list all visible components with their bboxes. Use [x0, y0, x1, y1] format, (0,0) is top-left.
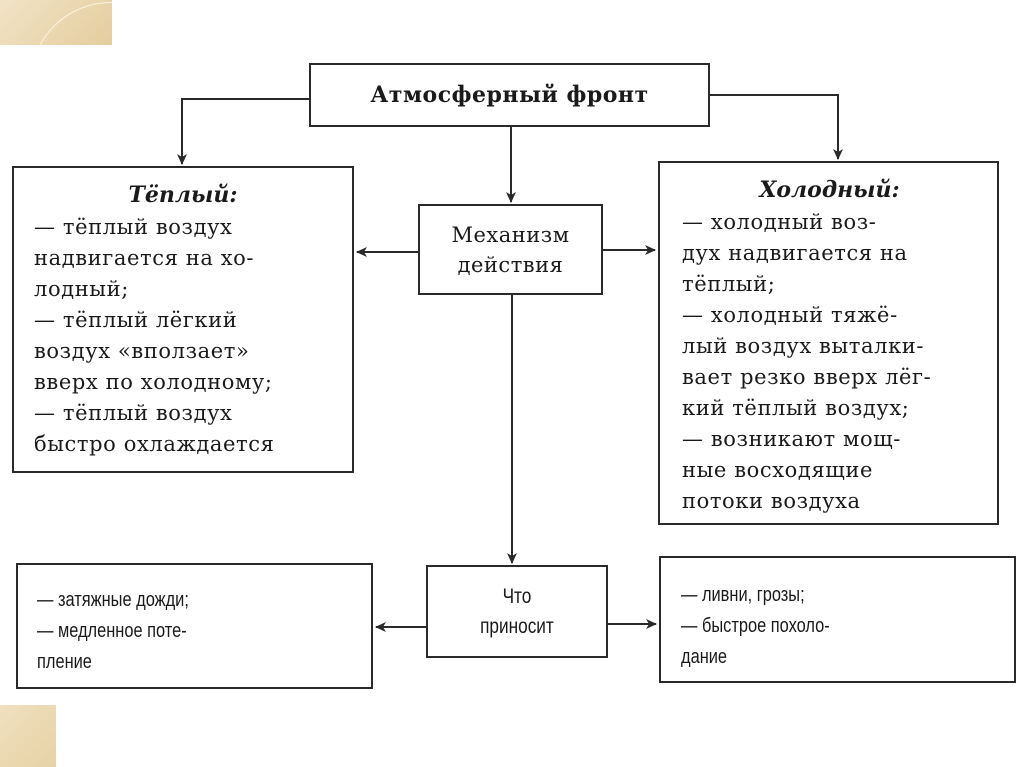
- cold-front-line: ные восходящие: [682, 458, 874, 482]
- warm-front-line: вверх по холодному;: [34, 370, 273, 394]
- corner-decoration-bottom: [0, 705, 56, 767]
- warm-front-heading: Тёплый:: [128, 182, 238, 208]
- mechanism-label: Механизм: [451, 222, 570, 247]
- warm-effect-line: пление: [37, 651, 92, 673]
- warm-effect-line: — медленное поте-: [37, 620, 187, 642]
- brings-label: приносит: [480, 614, 554, 638]
- cold-front-line: — холодный воз-: [682, 210, 877, 234]
- warm-front-line: быстро охлаждается: [34, 432, 275, 456]
- cold-front-line: — возникают мощ-: [682, 427, 902, 451]
- cold-effects-box: — ливни, грозы; — быстрое похоло- дание: [659, 556, 1016, 683]
- brings-label: Что: [502, 584, 532, 608]
- warm-front-box: Тёплый: — тёплый воздух надвигается на х…: [12, 166, 354, 473]
- warm-front-line: — тёплый лёгкий: [34, 308, 238, 332]
- mechanism-box: Механизм действия: [418, 204, 603, 295]
- warm-front-line: воздух «вползает»: [34, 339, 250, 363]
- cold-front-line: — холодный тяжё-: [682, 303, 898, 327]
- cold-effect-line: дание: [681, 646, 728, 668]
- cold-front-line: кий тёплый воздух;: [682, 396, 910, 420]
- title-box: Атмосферный фронт: [309, 63, 710, 127]
- warm-effect-line: — затяжные дожди;: [37, 589, 189, 611]
- cold-front-line: дух надвигается на: [682, 241, 908, 265]
- corner-decoration: [0, 0, 112, 45]
- diagram-title: Атмосферный фронт: [370, 82, 649, 108]
- arrow-title-to-cold: [710, 94, 843, 160]
- mechanism-label: действия: [457, 252, 564, 277]
- warm-front-line: лодный;: [34, 277, 129, 301]
- cold-front-box: Холодный: — холодный воз- дух надвигаетс…: [658, 161, 999, 525]
- cold-front-line: потоки воздуха: [682, 489, 861, 513]
- warm-effects-box: — затяжные дожди; — медленное поте- плен…: [16, 563, 373, 689]
- brings-box: Что приносит: [426, 565, 608, 658]
- cold-front-line: лый воздух выталки-: [682, 334, 925, 358]
- warm-front-line: надвигается на хо-: [34, 246, 255, 270]
- warm-front-line: — тёплый воздух: [34, 215, 233, 239]
- warm-front-line: — тёплый воздух: [34, 401, 233, 425]
- cold-front-line: вает резко вверх лёг-: [682, 365, 932, 389]
- cold-front-heading: Холодный:: [759, 177, 900, 203]
- arrow-title-to-warm: [177, 98, 309, 165]
- cold-effect-line: — быстрое похоло-: [681, 615, 830, 637]
- cold-front-line: тёплый;: [682, 272, 776, 296]
- cold-effect-line: — ливни, грозы;: [681, 584, 805, 606]
